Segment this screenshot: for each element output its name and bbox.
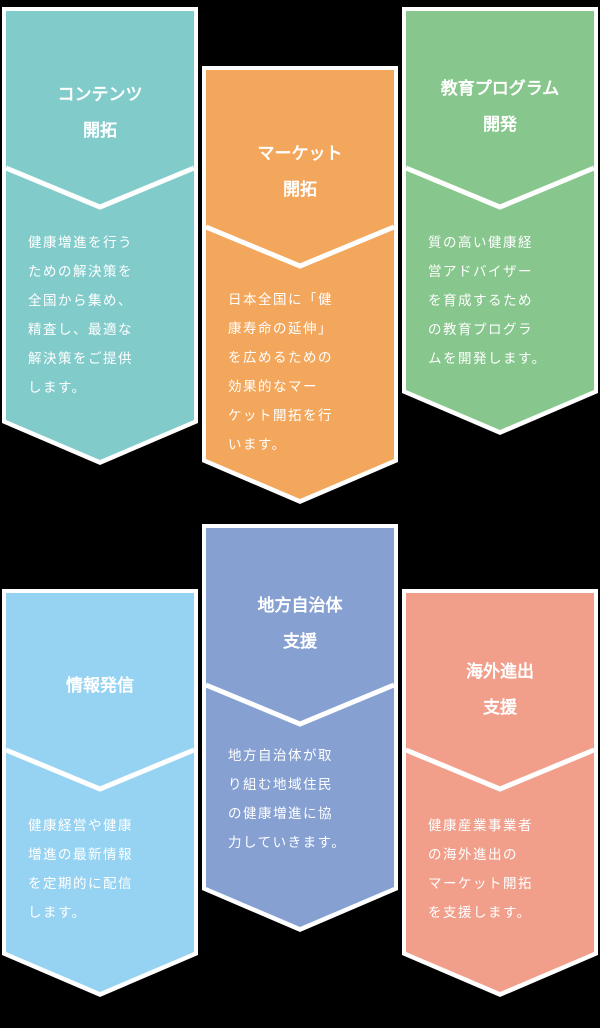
- card-description: 地方自治体が取 り組む地域住民 の健康増進に協 力していきます。: [228, 748, 347, 851]
- chevron-shape: [402, 589, 598, 997]
- card-title: 教育プログラム 開発: [440, 79, 560, 135]
- card-description: 日本全国に「健 康寿命の延伸」 を広めるための 効果的なマー ケット開拓を行 い…: [228, 292, 333, 453]
- chevron-shape: [202, 524, 398, 932]
- chevron-shape: [202, 66, 398, 504]
- chevron-shape: [402, 7, 598, 435]
- card-description: 健康経営や健康 増進の最新情報 を定期的に配信 します。: [28, 818, 133, 921]
- card-title: 海外進出 支援: [466, 662, 534, 718]
- card-description: 健康増進を行う ための解決策を 全国から集め、 精査し、最適な 解決策をご提供 …: [28, 235, 133, 396]
- card-title: マーケット 開拓: [257, 144, 343, 200]
- card-content-development: コンテンツ 開拓 健康増進を行う ための解決策を 全国から集め、 精査し、最適な…: [0, 5, 200, 467]
- chevron-shape: [2, 589, 198, 997]
- card-description: 質の高い健康経 営アドバイザー を育成するため の教育プログラ ムを開発します。: [428, 235, 547, 367]
- card-title: 地方自治体 支援: [257, 596, 343, 652]
- chevron-shape: [2, 7, 198, 465]
- card-education-program: 教育プログラム 開発 質の高い健康経 営アドバイザー を育成するため の教育プロ…: [400, 5, 600, 437]
- card-overseas-expansion-support: 海外進出 支援 健康産業事業者 の海外進出の マーケット開拓 を支援します。: [400, 587, 600, 999]
- card-title: コンテンツ 開拓: [57, 85, 143, 141]
- card-title: 情報発信: [66, 676, 134, 696]
- card-market-development: マーケット 開拓 日本全国に「健 康寿命の延伸」 を広めるための 効果的なマー …: [200, 64, 400, 506]
- card-information-dissemination: 情報発信 健康経営や健康 増進の最新情報 を定期的に配信 します。: [0, 587, 200, 999]
- card-local-government-support: 地方自治体 支援 地方自治体が取 り組む地域住民 の健康増進に協 力していきます…: [200, 522, 400, 934]
- card-description: 健康産業事業者 の海外進出の マーケット開拓 を支援します。: [428, 818, 533, 921]
